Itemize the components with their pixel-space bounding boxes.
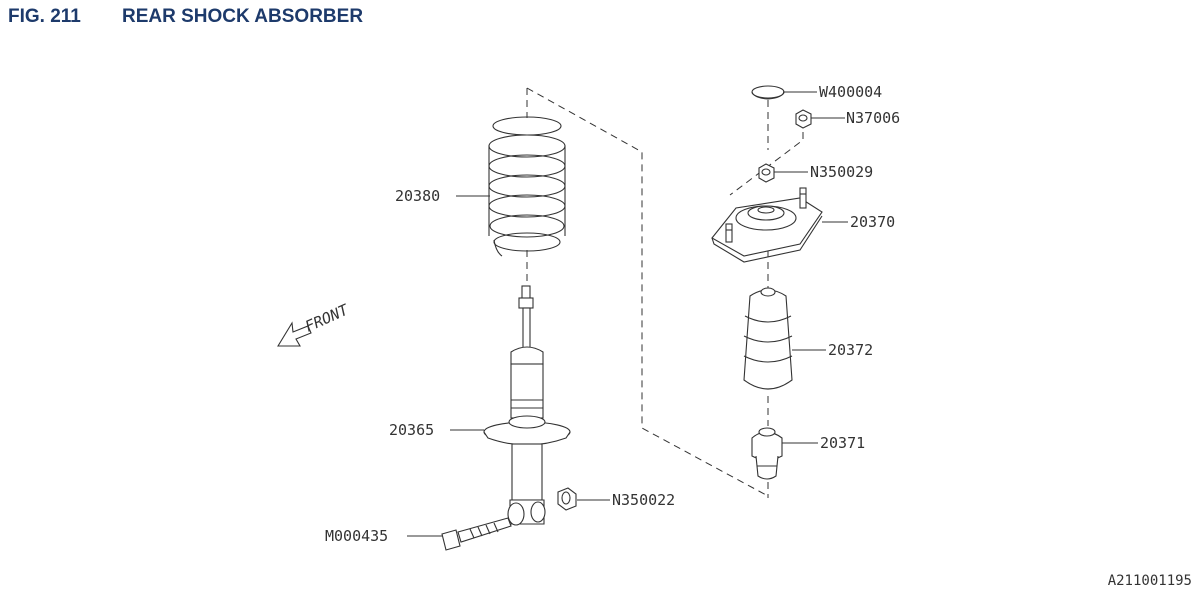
self-locking-nut-icon xyxy=(758,163,775,183)
figure-title: REAR SHOCK ABSORBER xyxy=(122,6,364,27)
flange-nut-icon xyxy=(795,109,812,129)
part-label-20365: 20365 xyxy=(389,421,434,439)
bolt-icon xyxy=(441,517,512,551)
lock-nut-icon xyxy=(557,487,577,511)
leader-lines xyxy=(407,91,848,537)
document-id: A211001195 xyxy=(1107,573,1192,589)
part-label-m000435: M000435 xyxy=(325,527,388,545)
part-label-w400004: W400004 xyxy=(819,83,882,101)
dust-boot-icon xyxy=(743,287,793,390)
part-label-n37006: N37006 xyxy=(846,109,900,127)
part-label-20370: 20370 xyxy=(850,213,895,231)
front-direction-arrow-icon xyxy=(277,321,312,347)
part-label-20380: 20380 xyxy=(395,187,440,205)
part-label-20371: 20371 xyxy=(820,434,865,452)
part-label-20372: 20372 xyxy=(828,341,873,359)
part-label-n350029: N350029 xyxy=(810,163,873,181)
cap-icon xyxy=(751,85,785,100)
front-direction-label: FRONT xyxy=(302,300,351,335)
figure-header: FIG. 211 REAR SHOCK ABSORBER xyxy=(8,6,363,28)
coil-spring-icon xyxy=(488,116,566,257)
strut-mount-icon xyxy=(711,187,823,263)
part-label-n350022: N350022 xyxy=(612,491,675,509)
part-labels: W400004 N37006 N350029 20370 20372 20371… xyxy=(325,83,900,545)
assembly-guide-lines xyxy=(526,87,804,498)
shock-absorber-icon xyxy=(483,285,571,526)
bump-stop-icon xyxy=(751,427,783,480)
figure-number: FIG. 211 xyxy=(8,6,81,27)
